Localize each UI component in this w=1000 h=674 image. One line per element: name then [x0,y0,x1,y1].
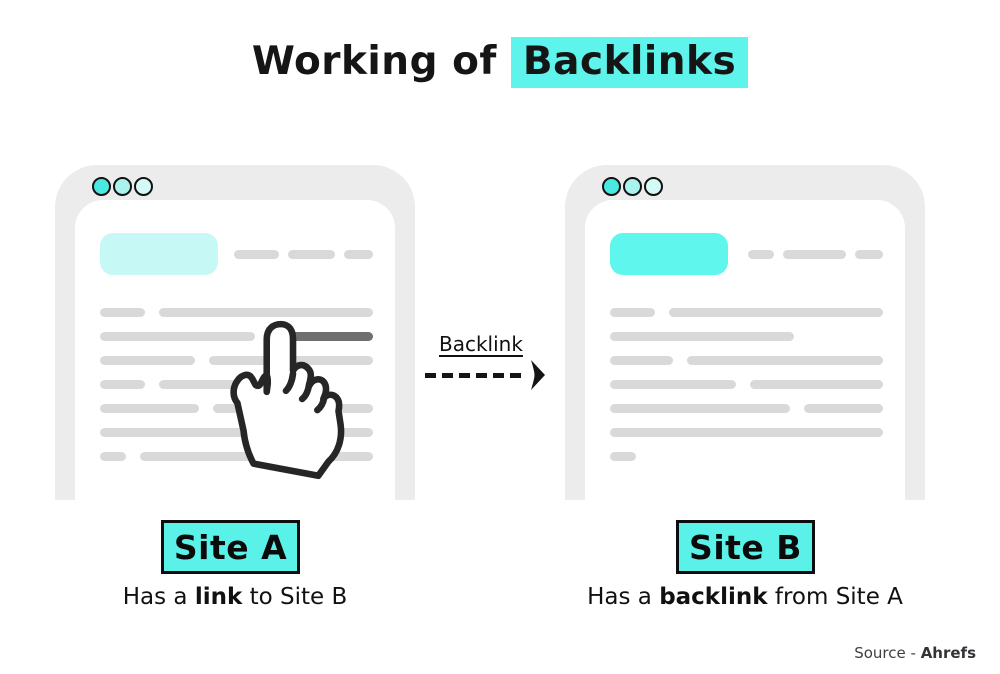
window-control-dot [602,177,621,196]
page-title: Working of Backlinks [0,34,1000,90]
text-line-row [610,308,883,317]
text-line-row [610,332,883,341]
nav-pill [748,249,774,259]
window-control-dot [92,177,111,196]
text-line [610,428,883,437]
text-line [610,452,636,461]
webpage-site-b [585,200,905,500]
caption-text: to Site B [242,584,348,610]
site-a-label: Site A [161,520,300,574]
text-line [159,308,373,317]
window-control-dot [623,177,642,196]
text-line [610,308,655,317]
source-attribution: Source - Ahrefs [854,644,976,662]
text-line [100,452,126,461]
logo-block [610,233,728,275]
browser-window-site-b [565,165,925,500]
nav-bar [234,249,373,259]
caption-text: from Site A [767,584,903,610]
window-controls [602,177,663,196]
title-prefix: Working of [251,39,497,84]
text-line-row [610,428,883,437]
window-control-dot [134,177,153,196]
text-line [687,356,883,365]
nav-pill [288,249,335,259]
text-line [100,380,145,389]
text-line [610,356,673,365]
link-line [269,332,373,341]
text-line-row [100,308,373,317]
text-line [100,308,145,317]
backlink-arrow-label: Backlink [439,332,523,356]
nav-pill [344,249,373,259]
nav-pill [855,249,883,259]
title-highlight: Backlinks [510,37,749,88]
site-a-caption: Has a link to Site B [55,584,415,610]
nav-pill [234,249,279,259]
text-line-row [100,428,373,437]
text-line [610,404,790,413]
nav-bar [748,249,883,259]
text-line [159,380,260,389]
window-control-dot [644,177,663,196]
text-line [669,308,883,317]
text-line [100,332,255,341]
nav-pill [783,249,846,259]
site-b-caption: Has a backlink from Site A [565,584,925,610]
logo-block [100,233,218,275]
dashed-line [425,372,527,378]
text-line [100,356,195,365]
text-line [750,380,883,389]
arrowhead-icon [531,360,545,390]
text-line-row [610,404,883,413]
source-prefix: Source - [854,644,921,662]
source-name: Ahrefs [920,644,976,662]
text-line-row [610,356,883,365]
text-line-row [100,380,373,389]
site-b-label: Site B [676,520,815,574]
text-line [100,428,373,437]
backlink-arrow: Backlink [425,332,553,391]
browser-window-site-a [55,165,415,500]
text-line-row [610,452,883,461]
webpage-site-a [75,200,395,500]
caption-text: Has a [122,584,195,610]
text-line [804,404,883,413]
caption-keyword: link [194,584,243,610]
text-line-row [100,332,373,341]
window-controls [92,177,153,196]
caption-keyword: backlink [659,584,768,610]
text-line [100,404,199,413]
text-line [610,332,794,341]
text-lines [610,308,883,461]
text-line-row [610,380,883,389]
caption-text: Has a [587,584,660,610]
window-control-dot [113,177,132,196]
hand-pointer-icon [230,320,345,480]
text-line [610,380,736,389]
